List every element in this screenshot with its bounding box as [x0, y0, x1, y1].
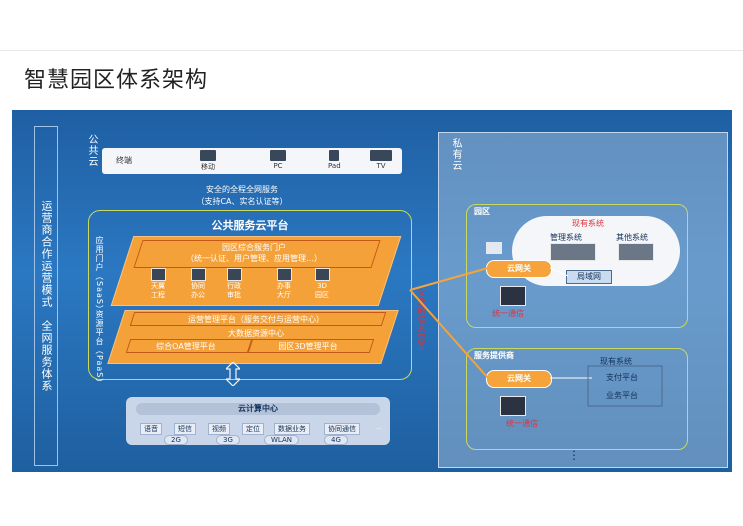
- provider-title: 服务提供商: [474, 351, 514, 360]
- security-exchange-label: 安全的信息交互: [417, 288, 426, 351]
- sidebar-label: 运营商合作运营模式 全网服务体系: [34, 126, 58, 466]
- device-pc: PC: [270, 150, 286, 170]
- app-label: 审批: [227, 291, 241, 299]
- network-tag: WLAN: [264, 435, 300, 445]
- payment-platform: 支付平台: [606, 373, 638, 382]
- park-title: 园区: [474, 207, 490, 216]
- mgmt-system-image: [550, 243, 596, 261]
- ellipsis: ⋮: [568, 448, 580, 462]
- tv-icon: [370, 150, 392, 161]
- app-icon: [190, 268, 206, 281]
- capability-tag: 数据业务: [274, 423, 310, 435]
- app-item[interactable]: 办事大厅: [268, 268, 300, 300]
- security-line1: 安全的全程全网服务: [206, 185, 278, 194]
- private-cloud: [438, 132, 728, 468]
- app-item[interactable]: 天翼工程: [142, 268, 174, 300]
- provider-unified-comm: 统一通信: [506, 419, 538, 428]
- app-label: 协同: [191, 282, 205, 290]
- app-label: 大厅: [277, 291, 291, 299]
- security-line2: （支持CA、实名认证等）: [196, 197, 288, 206]
- park-box: [466, 204, 688, 328]
- network-tag: 4G: [324, 435, 348, 445]
- device-tv: TV: [370, 150, 392, 170]
- capability-tag: …: [375, 423, 382, 431]
- network-tag: 3G: [216, 435, 240, 445]
- mobile-icon: [200, 150, 216, 161]
- app-label: 办事: [277, 282, 291, 290]
- ops-platform: 运营管理平台（服务交付与运营中心）: [188, 315, 324, 324]
- lan-box: 局域网: [566, 270, 612, 284]
- park-existing-systems: 现有系统: [572, 219, 604, 228]
- provider-box: [466, 348, 688, 450]
- portal-title: 园区综合服务门户 （统一认证、用户管理、应用管理…）: [134, 242, 374, 264]
- other-system-image: [618, 243, 654, 261]
- app-icon: [314, 268, 330, 281]
- app-label: 工程: [151, 291, 165, 299]
- capability-tag: 定位: [242, 423, 264, 435]
- public-service-cloud-platform: 公共服务云平台: [88, 210, 412, 380]
- mgmt-system: 管理系统: [550, 233, 582, 242]
- device-pad: Pad: [328, 150, 341, 170]
- provider-cloud-gateway[interactable]: 云网关: [486, 370, 552, 388]
- resource-platform-label: 资源平台（PaaS）: [95, 310, 104, 388]
- compute-title: 云计算中心: [136, 403, 380, 415]
- footer-area: [0, 474, 743, 526]
- provider-existing-systems: 现有系统: [600, 357, 632, 366]
- app-label: 办公: [191, 291, 205, 299]
- portal-line2: （统一认证、用户管理、应用管理…）: [186, 254, 322, 263]
- app-icon: [276, 268, 292, 281]
- device-label: TV: [376, 162, 386, 170]
- title-bar: [0, 50, 743, 109]
- app-label: 园区: [315, 291, 329, 299]
- app-item[interactable]: 行政审批: [218, 268, 250, 300]
- app-label: 天翼: [151, 282, 165, 290]
- slide-title: 智慧园区体系架构: [24, 68, 209, 93]
- capability-tag: 短信: [174, 423, 196, 435]
- park-comm-image: [500, 286, 526, 306]
- pad-icon: [329, 150, 340, 161]
- capability-tag: 视频: [208, 423, 230, 435]
- public-cloud-label: 公共云: [86, 134, 97, 167]
- platform-title: 公共服务云平台: [211, 219, 289, 232]
- security-service: 安全的全程全网服务 （支持CA、实名认证等）: [172, 184, 312, 208]
- portal-line1: 园区综合服务门户: [222, 243, 286, 252]
- device-label: PC: [273, 162, 283, 170]
- capability-tag: 协同通信: [324, 423, 360, 435]
- private-cloud-label: 私有云: [450, 138, 461, 171]
- park3d-platform: 园区3D管理平台: [278, 342, 338, 351]
- app-label: 3D: [317, 282, 327, 290]
- capability-tag: 语音: [140, 423, 162, 435]
- other-system: 其他系统: [616, 233, 648, 242]
- connection-lines: [409, 267, 663, 407]
- pc-icon: [270, 150, 286, 161]
- architecture-diagram: 运营商合作运营模式 全网服务体系 公共云 终端 移动 PC Pad TV 安全的…: [12, 110, 732, 472]
- terminal-label: 终端: [116, 156, 132, 165]
- app-label: 行政: [227, 282, 241, 290]
- device-label: Pad: [328, 162, 341, 170]
- user-icon: [486, 242, 502, 254]
- cloud-compute-center: 云计算中心 语音 短信 视频 定位 数据业务 协同通信 … 2G 3G WLAN…: [126, 397, 390, 445]
- park-unified-comm: 统一通信: [492, 309, 524, 318]
- app-portal-label: 应用门户（SaaS）: [95, 236, 104, 314]
- device-mobile: 移动: [200, 150, 216, 172]
- up-down-arrow-icon: [226, 362, 240, 386]
- app-icon: [226, 268, 242, 281]
- app-icon: [150, 268, 166, 281]
- business-platform: 业务平台: [606, 391, 638, 400]
- oa-platform: 综合OA管理平台: [156, 342, 216, 351]
- app-item[interactable]: 协同办公: [182, 268, 214, 300]
- terminal-bar: 终端 移动 PC Pad TV: [102, 148, 402, 174]
- provider-comm-image: [500, 396, 526, 416]
- bigdata-center: 大数据资源中心: [228, 329, 284, 338]
- device-label: 移动: [201, 163, 215, 171]
- network-tag: 2G: [164, 435, 188, 445]
